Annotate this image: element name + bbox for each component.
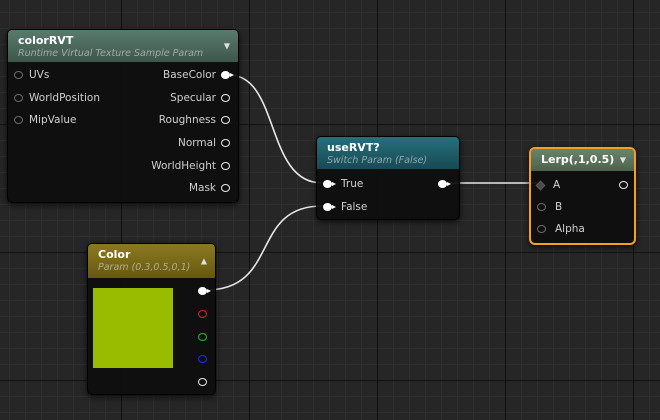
- pin-label: B: [555, 201, 563, 213]
- node-title: Lerp(,1,0.5): [541, 153, 615, 166]
- node-subtitle: Param (0.3,0.5,0,1): [98, 262, 191, 273]
- pin-input-a[interactable]: A: [535, 177, 561, 193]
- wire-color-to-false: [205, 205, 323, 291]
- pin-icon[interactable]: [14, 116, 23, 124]
- pin-output-specular[interactable]: Specular: [170, 90, 230, 106]
- pin-label: False: [341, 201, 368, 213]
- pin-output-normal[interactable]: Normal: [178, 135, 230, 151]
- pin-output-rgb[interactable]: [193, 283, 211, 299]
- pin-output-a[interactable]: [193, 374, 207, 390]
- pin-output-g[interactable]: [193, 329, 207, 345]
- pin-icon[interactable]: [198, 310, 207, 318]
- node-subtitle: Switch Param (False): [327, 155, 428, 166]
- node-title: colorRVT: [18, 34, 74, 47]
- node-header[interactable]: Lerp(,1,0.5) ▼: [531, 149, 634, 171]
- pin-icon[interactable]: [221, 139, 230, 147]
- pin-label: BaseColor: [163, 69, 216, 81]
- pin-icon[interactable]: [14, 71, 23, 79]
- pin-output-result[interactable]: [614, 177, 628, 193]
- pin-icon[interactable]: [438, 180, 451, 188]
- pin-input-mipvalue[interactable]: MipValue: [14, 112, 76, 128]
- color-preview-swatch[interactable]: [93, 288, 173, 368]
- pin-label: A: [553, 179, 561, 191]
- pin-icon[interactable]: [198, 333, 207, 341]
- pin-output-basecolor[interactable]: BaseColor: [163, 67, 234, 83]
- pin-icon[interactable]: [198, 355, 207, 363]
- collapse-arrow-icon[interactable]: ▼: [619, 155, 626, 165]
- pin-output-mask[interactable]: Mask: [189, 180, 230, 196]
- pin-icon[interactable]: [221, 71, 234, 79]
- pin-output-r[interactable]: [193, 306, 207, 322]
- pin-input-true[interactable]: True: [323, 176, 363, 192]
- pin-label: True: [341, 178, 364, 190]
- pin-label: Normal: [178, 137, 216, 149]
- pin-icon[interactable]: [537, 225, 546, 233]
- pin-label: Alpha: [555, 223, 585, 235]
- node-use-rvt-switch[interactable]: useRVT? Switch Param (False) True False: [316, 136, 460, 220]
- node-title: useRVT?: [327, 141, 380, 154]
- pin-input-uvs[interactable]: UVs: [14, 67, 49, 83]
- pin-input-worldposition[interactable]: WorldPosition: [14, 90, 100, 106]
- wire-basecolor-to-true: [228, 74, 323, 184]
- pin-label: UVs: [29, 69, 50, 81]
- pin-label: Specular: [170, 92, 216, 104]
- pin-icon[interactable]: [537, 203, 546, 211]
- pin-icon[interactable]: [619, 181, 628, 189]
- pin-label: MipValue: [29, 114, 77, 126]
- pin-label: WorldPosition: [29, 92, 100, 104]
- node-header[interactable]: Color Param (0.3,0.5,0,1) ▲: [88, 244, 215, 278]
- node-header[interactable]: useRVT? Switch Param (False): [317, 137, 459, 169]
- node-color-rvt[interactable]: colorRVT Runtime Virtual Texture Sample …: [7, 29, 239, 203]
- pin-icon[interactable]: [198, 287, 211, 295]
- pin-icon[interactable]: [198, 378, 207, 386]
- pin-output-worldheight[interactable]: WorldHeight: [151, 158, 230, 174]
- pin-icon[interactable]: [323, 180, 336, 188]
- pin-icon[interactable]: [221, 116, 230, 124]
- pin-icon[interactable]: [323, 203, 336, 211]
- pin-label: Mask: [188, 182, 216, 194]
- pin-icon[interactable]: [221, 162, 230, 170]
- node-color-param[interactable]: Color Param (0.3,0.5,0,1) ▲: [87, 243, 216, 395]
- node-subtitle: Runtime Virtual Texture Sample Param: [18, 48, 204, 59]
- pin-label: Roughness: [158, 114, 216, 126]
- pin-icon[interactable]: [535, 180, 546, 190]
- pin-output-result[interactable]: [433, 176, 451, 192]
- pin-icon[interactable]: [14, 94, 23, 102]
- pin-output-roughness[interactable]: Roughness: [159, 112, 230, 128]
- collapse-arrow-icon[interactable]: ▼: [223, 41, 230, 51]
- pin-icon[interactable]: [221, 94, 230, 102]
- pin-icon[interactable]: [221, 184, 230, 192]
- pin-input-alpha[interactable]: Alpha: [537, 221, 585, 237]
- pin-input-false[interactable]: False: [323, 199, 367, 215]
- expand-arrow-icon[interactable]: ▲: [200, 256, 207, 266]
- node-lerp[interactable]: Lerp(,1,0.5) ▼ A B Alpha: [529, 147, 636, 245]
- node-header[interactable]: colorRVT Runtime Virtual Texture Sample …: [8, 30, 238, 62]
- pin-input-b[interactable]: B: [537, 199, 562, 215]
- pin-output-b[interactable]: [193, 351, 207, 367]
- pin-label: WorldHeight: [151, 160, 216, 172]
- node-title: Color: [98, 248, 131, 261]
